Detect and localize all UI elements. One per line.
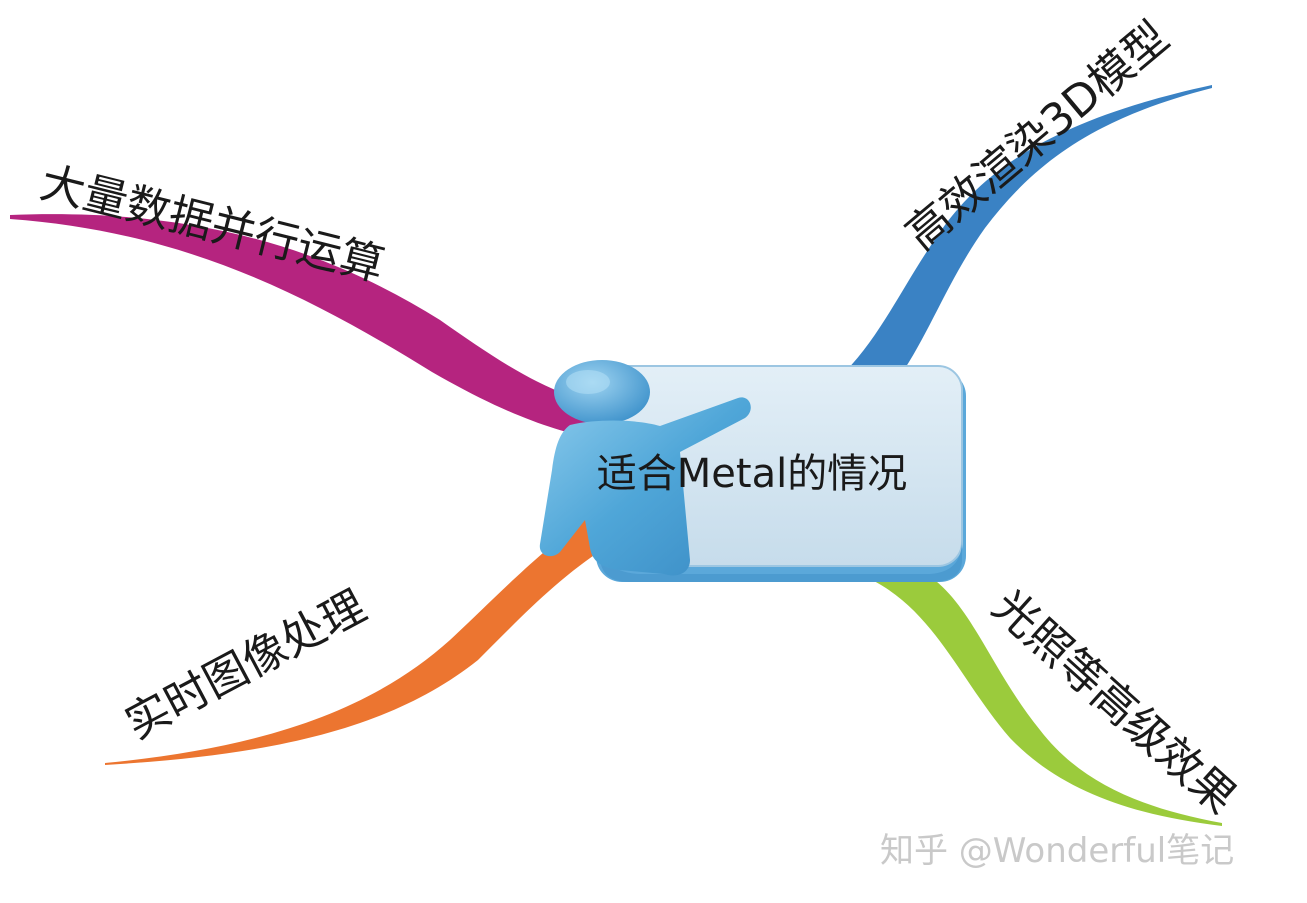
branch-label-top-right: 高效渲染3D模型 [896,12,1178,261]
branch-ribbon-top-left [10,214,612,440]
branch-ribbon-top-right [845,85,1212,376]
presenter-figure-icon [539,360,751,576]
watermark-text: 知乎 @Wonderful笔记 [880,831,1234,871]
center-label: 适合Metal的情况 [597,451,907,497]
branch-ribbon-bottom-right [872,575,1222,826]
branch-label-bottom-right: 光照等高级效果 [983,580,1246,824]
branch-ribbon-bottom-left [105,515,605,765]
